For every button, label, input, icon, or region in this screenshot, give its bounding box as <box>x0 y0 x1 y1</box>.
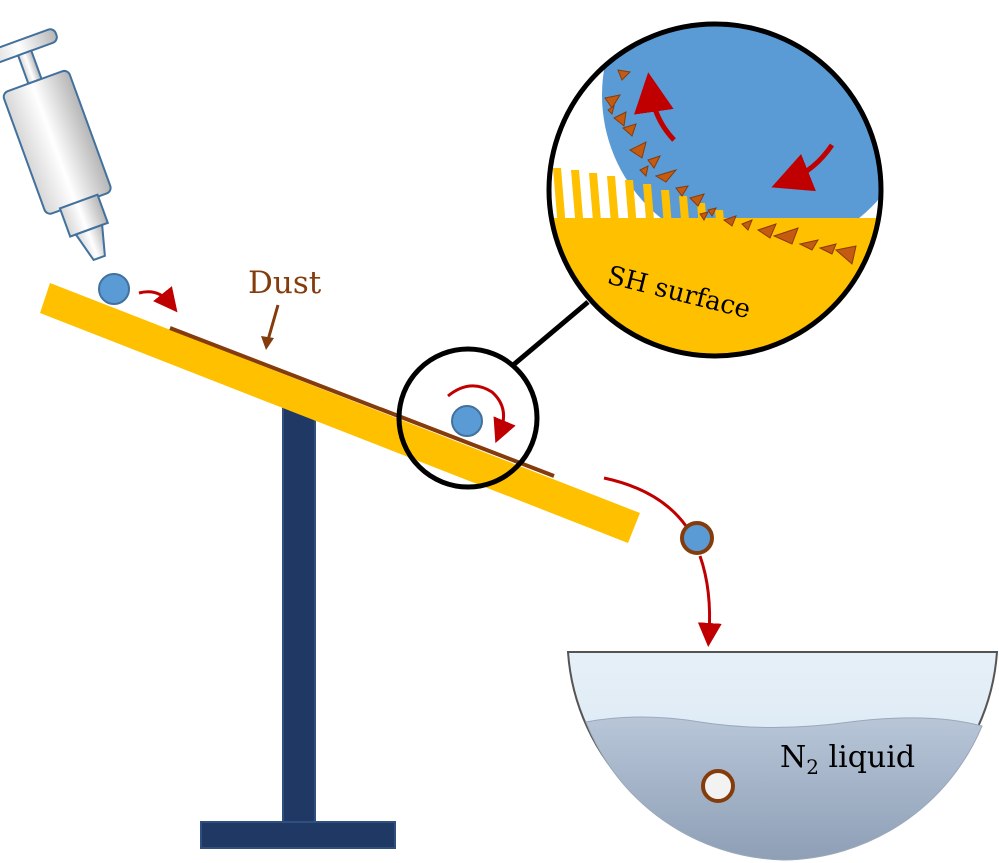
n2-label-n: N <box>780 740 806 775</box>
tilted-plank <box>40 283 640 543</box>
droplet-coated <box>680 521 714 555</box>
stand-post <box>282 404 316 826</box>
zoom-arrow-down <box>771 143 835 192</box>
syringe <box>0 28 112 262</box>
arrow-roll-start <box>138 286 178 313</box>
magnifier-large <box>546 21 884 359</box>
dust-label: Dust <box>248 265 322 301</box>
n2-label-rest: liquid <box>819 740 915 775</box>
dish-liquid <box>585 716 983 861</box>
droplet-rolling <box>451 405 483 437</box>
arrow-fall <box>697 555 722 647</box>
n2-liquid-label: N2 liquid <box>780 740 915 779</box>
zoom-droplet <box>602 24 881 253</box>
n2-label-sub: 2 <box>806 755 819 779</box>
stand-base <box>200 821 396 849</box>
plank-body <box>40 283 640 543</box>
magnifier-small <box>396 346 540 490</box>
dust-layer <box>169 326 555 478</box>
zoom-dust-particles <box>604 69 857 265</box>
arrow-rolling <box>447 384 516 444</box>
syringe-plunger-rod <box>16 49 43 85</box>
stand <box>200 404 396 849</box>
syringe-barrel <box>2 69 112 215</box>
frozen-droplet <box>701 769 735 803</box>
dust-pointer-arrow <box>266 304 280 341</box>
zoom-arrow-up <box>634 72 676 142</box>
droplet-dispensed <box>98 273 130 305</box>
zoom-view: SH surface <box>546 21 884 359</box>
syringe-tip <box>74 223 106 262</box>
magnifier-connector <box>510 300 590 368</box>
n2-dish: N2 liquid <box>566 651 999 861</box>
arrow-leave-plank <box>603 476 688 527</box>
dust-pointer-head <box>261 336 274 350</box>
